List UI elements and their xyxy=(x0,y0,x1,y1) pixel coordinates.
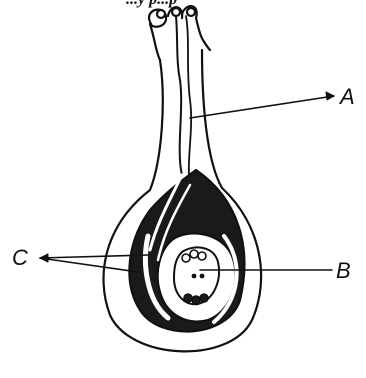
stigma xyxy=(149,6,210,60)
pollen-tube xyxy=(176,16,182,175)
pointer-line-c-lower xyxy=(40,258,138,272)
pointer-head-c xyxy=(40,254,48,262)
label-a: A xyxy=(340,86,355,108)
pointer-head-a xyxy=(326,92,334,100)
antipodal-cells xyxy=(184,294,208,304)
pointer-line-a xyxy=(190,96,334,118)
label-c: C xyxy=(12,247,28,269)
label-b: B xyxy=(336,260,351,282)
top-caption-fragment: ...y p...p xyxy=(126,0,177,8)
